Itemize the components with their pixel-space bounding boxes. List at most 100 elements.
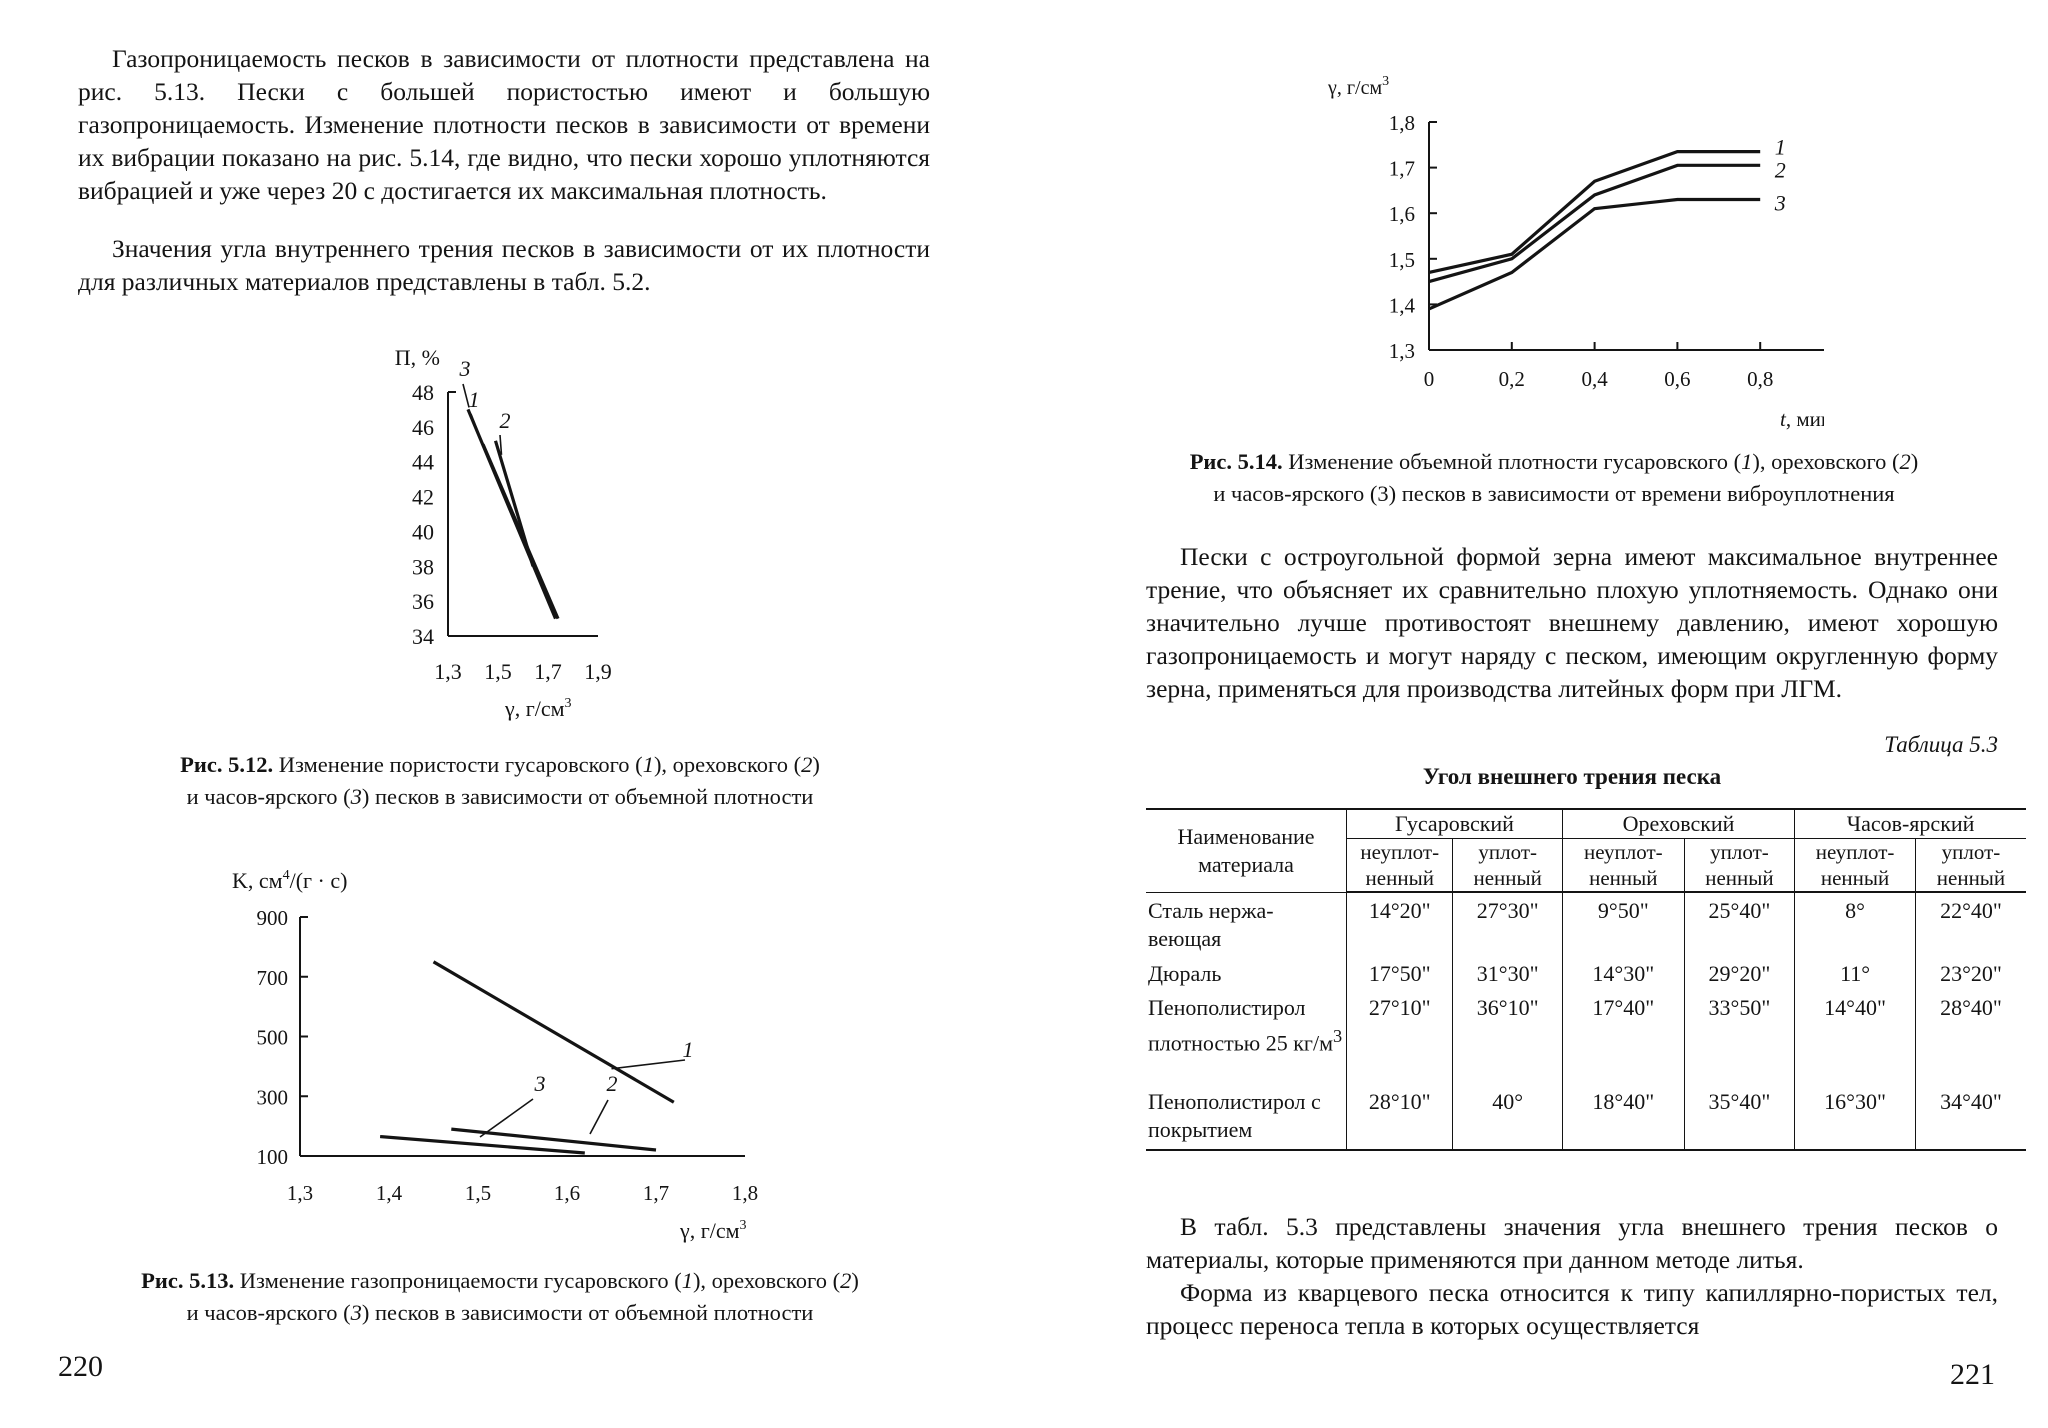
series-label-3: 3 bbox=[1774, 191, 1786, 216]
x-tick-label: 0,2 bbox=[1499, 367, 1525, 391]
table-cell-name: Сталь нержа-веющая bbox=[1146, 892, 1348, 956]
table-cell: 22°40" bbox=[1914, 892, 2026, 956]
y-axis-title: K, см4/(г · с) bbox=[232, 868, 347, 893]
figure-caption: Рис. 5.13. Изменение газопроницаемости г… bbox=[141, 1268, 859, 1325]
y-tick-label: 300 bbox=[257, 1085, 289, 1109]
series-line-3 bbox=[379, 1134, 585, 1155]
y-tick-label: 500 bbox=[257, 1026, 289, 1050]
body-paragraph: Газопроницаемость песков в зависимости о… bbox=[78, 44, 930, 205]
x-axis-title: γ, г/см3 bbox=[679, 1218, 747, 1243]
left-page: Газопроницаемость песков в зависимости о… bbox=[58, 44, 930, 1383]
table-cell: 29°20" bbox=[1683, 956, 1796, 990]
figure-5-14-chart: 1,31,41,51,61,71,800,20,40,60,81γ, г/см3… bbox=[1327, 74, 1824, 431]
x-tick-label: 1,9 bbox=[584, 659, 612, 684]
table-row: Дюраль 17°50" 31°30" 14°30" 29°20" 11° 2… bbox=[1146, 956, 2026, 990]
table-header-name: Наименование материала bbox=[1146, 808, 1348, 893]
table-row: Пенополистирол плотностью 25 кг/м3 27°10… bbox=[1146, 990, 2026, 1084]
table-cell: 27°30" bbox=[1452, 892, 1563, 956]
y-tick-label: 40 bbox=[412, 519, 434, 544]
x-axis-title: t, мин bbox=[1780, 407, 1824, 431]
page-number: 220 bbox=[58, 1350, 103, 1383]
y-tick-label: 100 bbox=[257, 1145, 289, 1169]
table-cell: 40° bbox=[1452, 1084, 1563, 1150]
page-number: 221 bbox=[1950, 1358, 1995, 1391]
x-axis-title: γ, г/см3 bbox=[504, 696, 572, 721]
table-cell: 28°10" bbox=[1346, 1084, 1454, 1150]
table-cell: 35°40" bbox=[1683, 1084, 1796, 1150]
friction-table: Наименование материала Гусаровский Орехо… bbox=[1146, 808, 2026, 1151]
table-cell: 17°40" bbox=[1561, 990, 1685, 1084]
series-label-3: 3 bbox=[459, 356, 471, 381]
y-tick-label: 1,8 bbox=[1389, 111, 1415, 135]
table-subheader: неуплот-ненный bbox=[1794, 838, 1916, 893]
body-paragraph: В табл. 5.3 представлены значения угла в… bbox=[1146, 1212, 1998, 1274]
x-tick-label: 1,7 bbox=[534, 659, 562, 684]
series-line-1 bbox=[1428, 150, 1761, 275]
series-line-2 bbox=[493, 440, 535, 567]
label-leader-1 bbox=[470, 413, 485, 448]
table-cell: 16°30" bbox=[1794, 1084, 1916, 1150]
table-cell: 8° bbox=[1794, 892, 1916, 956]
y-tick-label: 700 bbox=[257, 966, 289, 990]
table-cell: 14°30" bbox=[1561, 956, 1685, 990]
table-cell: 14°20" bbox=[1346, 892, 1454, 956]
y-tick-label: 1,4 bbox=[1389, 293, 1416, 317]
table-cell-name: Пенополистирол плотностью 25 кг/м3 bbox=[1146, 990, 1348, 1084]
table-cell: 34°40" bbox=[1914, 1084, 2026, 1150]
series-label-1: 1 bbox=[469, 387, 480, 412]
table-cell: 18°40" bbox=[1561, 1084, 1685, 1150]
table-cell-name: Пенополистирол с покрытием bbox=[1146, 1084, 1348, 1150]
series-line-2 bbox=[451, 1127, 657, 1152]
y-tick-label: 38 bbox=[412, 554, 434, 579]
table-subheader: неуплот-ненный bbox=[1561, 838, 1685, 893]
table-cell: 25°40" bbox=[1683, 892, 1796, 956]
series-line-1 bbox=[432, 960, 675, 1104]
table-subheader: уплот-ненный bbox=[1683, 838, 1796, 893]
series-label-1: 1 bbox=[1775, 135, 1786, 160]
y-axis-title: γ, г/см3 bbox=[1327, 74, 1389, 99]
series-label-2: 2 bbox=[500, 408, 511, 433]
figure-caption: Рис. 5.12. Изменение пористости гусаровс… bbox=[180, 752, 820, 809]
y-tick-label: 1,3 bbox=[1389, 339, 1415, 363]
body-paragraph: Пески с остроугольной формой зерна имеют… bbox=[1146, 542, 1998, 703]
right-page: 1,31,41,51,61,71,800,20,40,60,81γ, г/см3… bbox=[1024, 0, 2048, 1428]
body-paragraph: Значения угла внутреннего трения песков … bbox=[78, 234, 930, 296]
series-label-1: 1 bbox=[683, 1037, 694, 1062]
table-cell: 27°10" bbox=[1346, 990, 1454, 1084]
x-tick-label: 1,3 bbox=[287, 1181, 313, 1205]
label-leader-3 bbox=[462, 383, 470, 408]
label-leader-2 bbox=[589, 1099, 609, 1135]
table-cell: 36°10" bbox=[1452, 990, 1563, 1084]
table-title: Угол внешнего трения песка bbox=[1422, 764, 1722, 789]
table-row: Пенополистирол с покрытием 28°10" 40° 18… bbox=[1146, 1084, 2026, 1150]
y-tick-label: 44 bbox=[412, 450, 434, 475]
table-cell: 28°40" bbox=[1914, 990, 2026, 1084]
table-subheader: уплот-ненный bbox=[1914, 838, 2026, 893]
x-tick-label: 1,6 bbox=[554, 1181, 580, 1205]
y-tick-label: 42 bbox=[412, 485, 434, 510]
series-label-3: 3 bbox=[534, 1071, 546, 1096]
x-tick-label: 0,8 bbox=[1747, 367, 1773, 391]
table-group-header: Гусаровский bbox=[1346, 808, 1563, 839]
y-tick-label: 46 bbox=[412, 415, 434, 440]
body-paragraph: Форма из кварцевого песка относится к ти… bbox=[1146, 1278, 1998, 1340]
series-label-2: 2 bbox=[607, 1071, 618, 1096]
x-tick-label: 1,7 bbox=[643, 1181, 669, 1205]
table-cell: 31°30" bbox=[1452, 956, 1563, 990]
y-tick-label: 48 bbox=[412, 380, 434, 405]
y-axis-title: П, % bbox=[395, 345, 440, 370]
figure-caption: Рис. 5.14. Изменение объемной плотности … bbox=[1189, 449, 1919, 506]
series-line-3 bbox=[1428, 197, 1761, 311]
table-subheader: неуплот-ненный bbox=[1346, 838, 1454, 893]
table-cell: 33°50" bbox=[1683, 990, 1796, 1084]
table-label: Таблица 5.3 bbox=[1884, 732, 1998, 757]
label-leader-2 bbox=[499, 434, 503, 455]
y-tick-label: 1,5 bbox=[1389, 248, 1415, 272]
table-cell: 11° bbox=[1794, 956, 1916, 990]
label-leader-3 bbox=[479, 1098, 534, 1138]
y-tick-label: 36 bbox=[412, 589, 434, 614]
table-subheader: уплот-ненный bbox=[1452, 838, 1563, 893]
series-label-2: 2 bbox=[1775, 157, 1786, 182]
